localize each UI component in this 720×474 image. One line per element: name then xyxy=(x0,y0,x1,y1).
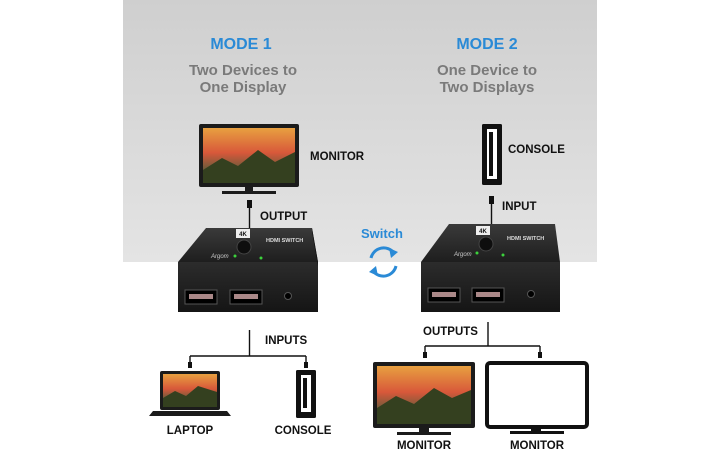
console-left xyxy=(296,370,316,418)
monitor-top-left xyxy=(199,124,299,194)
badge-4k-left: 4K xyxy=(239,232,247,238)
monitor-bottom-left xyxy=(373,362,475,435)
mode2-subtitle-line1: One Device to xyxy=(436,62,538,79)
label-switch: Switch xyxy=(361,226,403,241)
label-console-top: CONSOLE xyxy=(508,144,565,156)
label-monitor-bottom-left: MONITOR xyxy=(396,440,452,452)
mode2-title: MODE 2 xyxy=(456,36,518,53)
laptop xyxy=(149,371,231,416)
logo-left: Argom xyxy=(210,254,229,260)
mode1-title: MODE 1 xyxy=(210,36,272,53)
label-monitor-bottom-right: MONITOR xyxy=(509,440,565,452)
logo-right: Argom xyxy=(453,252,472,258)
label-laptop: LAPTOP xyxy=(166,425,214,437)
brand-left: HDMI SWITCH xyxy=(266,238,303,244)
label-monitor-top: MONITOR xyxy=(310,151,365,163)
label-inputs: INPUTS xyxy=(265,335,308,347)
output-cable-plug xyxy=(247,200,252,208)
monitor-bottom-right xyxy=(485,361,589,434)
label-output: OUTPUT xyxy=(260,211,308,223)
mode2-subtitle-line2: Two Displays xyxy=(439,79,535,96)
mode1-subtitle-line2: One Display xyxy=(199,79,287,96)
mode1-subtitle-line1: Two Devices to xyxy=(188,62,298,79)
console-top xyxy=(482,124,502,185)
label-outputs: OUTPUTS xyxy=(423,326,478,338)
hdmi-switch-right: 4K HDMI SWITCH Argom xyxy=(421,224,560,312)
badge-4k-right: 4K xyxy=(479,229,487,235)
label-input: INPUT xyxy=(502,201,537,213)
inputs-cables xyxy=(189,330,307,366)
brand-right: HDMI SWITCH xyxy=(507,236,544,242)
input-cable-plug xyxy=(489,196,494,204)
label-console-left: CONSOLE xyxy=(274,425,332,437)
hdmi-switch-left: 4K HDMI SWITCH Argom xyxy=(178,228,318,312)
